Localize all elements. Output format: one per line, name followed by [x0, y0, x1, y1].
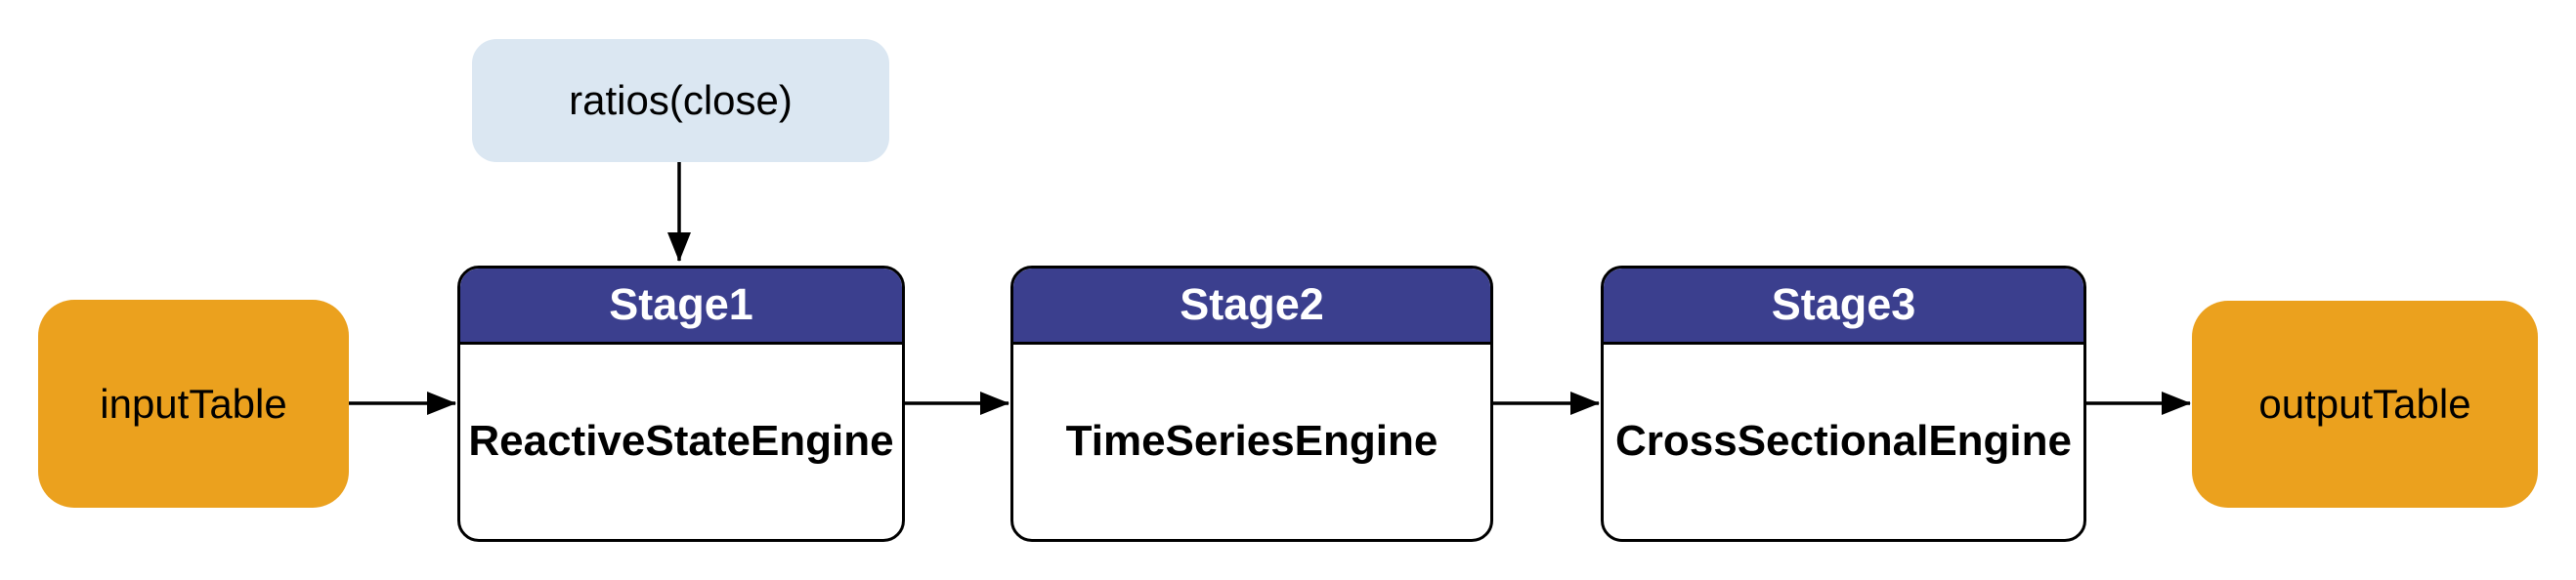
stage2-node: Stage2 TimeSeriesEngine	[1010, 266, 1493, 542]
stage1-engine-label: ReactiveStateEngine	[468, 417, 894, 466]
stage3-engine-label: CrossSectionalEngine	[1614, 417, 2072, 466]
output-table-label: outputTable	[2258, 381, 2471, 427]
stage3-header: Stage3	[1604, 269, 2083, 345]
stage1-body: ReactiveStateEngine	[460, 345, 902, 540]
stage1-node: Stage1 ReactiveStateEngine	[457, 266, 905, 542]
param-node-label: ratios(close)	[569, 77, 793, 123]
output-table-node: outputTable	[2192, 301, 2538, 508]
stage2-engine-label: TimeSeriesEngine	[1065, 417, 1438, 466]
stage3-body: CrossSectionalEngine	[1604, 345, 2083, 540]
input-table-label: inputTable	[100, 380, 287, 427]
input-table-node: inputTable	[38, 300, 349, 508]
stage1-title: Stage1	[609, 279, 753, 330]
stage2-header: Stage2	[1013, 269, 1490, 345]
stage3-title: Stage3	[1771, 279, 1916, 330]
stage2-title: Stage2	[1180, 279, 1324, 330]
param-node-ratios: ratios(close)	[472, 39, 889, 162]
stage2-body: TimeSeriesEngine	[1013, 345, 1490, 540]
stage1-header: Stage1	[460, 269, 902, 345]
stage3-node: Stage3 CrossSectionalEngine	[1601, 266, 2086, 542]
